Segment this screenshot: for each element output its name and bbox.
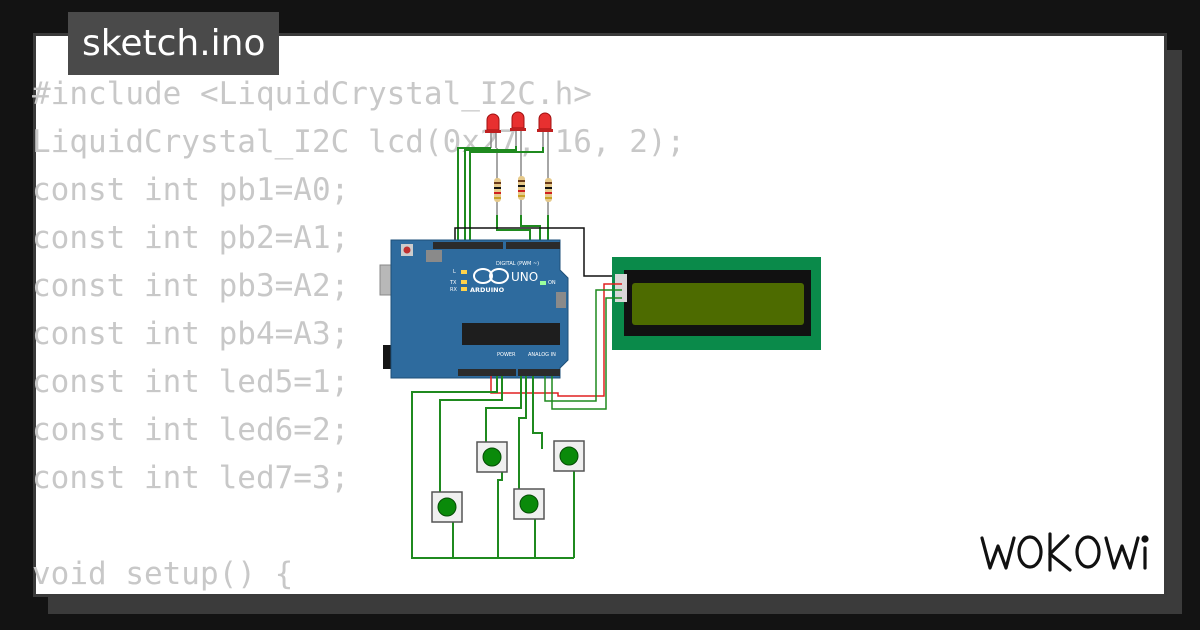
digital-header-label: DIGITAL (PWM ~) <box>496 261 539 267</box>
led-red-3[interactable] <box>537 112 553 147</box>
led-tx <box>461 280 467 284</box>
digital-header-left <box>433 242 503 249</box>
pushbutton-1[interactable] <box>476 441 508 473</box>
led-red-2[interactable] <box>510 111 526 146</box>
rx-label: RX <box>450 287 457 293</box>
wire-gnd <box>454 227 622 277</box>
code-line: void setup() { <box>32 556 294 592</box>
power-header-label: POWER <box>497 352 516 358</box>
resistor-1[interactable] <box>494 148 501 215</box>
wire-scl <box>551 297 622 410</box>
board-brand: ARDUINO <box>470 286 505 294</box>
led-on <box>540 281 546 285</box>
led-red-1[interactable] <box>485 113 501 148</box>
analog-header-label: ANALOG IN <box>528 352 556 358</box>
code-line: const int pb4=A3; <box>32 316 350 352</box>
pushbutton-2[interactable] <box>553 440 585 472</box>
tx-label: TX <box>449 280 457 286</box>
code-line: const int pb3=A2; <box>32 268 350 304</box>
code-line: LiquidCrystal_I2C lcd(0x27, 16, 2); <box>32 124 686 160</box>
resistor-2[interactable] <box>518 146 525 215</box>
icsp-header <box>426 250 442 262</box>
code-line: #include <LiquidCrystal_I2C.h> <box>32 76 592 112</box>
board-model: UNO <box>511 270 538 284</box>
pushbutton-3[interactable] <box>431 491 463 523</box>
led-rx <box>461 287 467 291</box>
l-label: L <box>453 269 456 275</box>
wire-sda <box>544 289 622 402</box>
pushbutton-4[interactable] <box>513 488 545 520</box>
wokwi-logo <box>980 532 1149 572</box>
microcontroller-chip <box>462 323 560 345</box>
preview-card <box>33 33 1167 597</box>
arduino-logo-icon <box>473 268 509 284</box>
code-line: const int led6=2; <box>32 412 350 448</box>
arduino-uno-board[interactable]: UNO ARDUINO DIGITAL (PWM ~) POWER ANALOG… <box>379 239 569 379</box>
resistor-3[interactable] <box>545 147 552 215</box>
code-line: const int pb1=A0; <box>32 172 350 208</box>
digital-header-right <box>506 242 560 249</box>
file-tab[interactable]: sketch.ino <box>68 12 280 75</box>
on-label: ON <box>548 280 556 286</box>
file-tab-label: sketch.ino <box>82 23 266 64</box>
analog-header <box>518 369 560 376</box>
lcd-1602-display[interactable] <box>612 257 821 350</box>
code-line: const int pb2=A1; <box>32 220 350 256</box>
led-l <box>461 270 467 274</box>
code-line: const int led5=1; <box>32 364 350 400</box>
code-line: const int led7=3; <box>32 460 350 496</box>
power-header <box>458 369 516 376</box>
led-wires <box>457 146 549 244</box>
code-background: #include <LiquidCrystal_I2C.h> LiquidCry… <box>32 70 685 598</box>
icsp2-header <box>556 292 566 308</box>
